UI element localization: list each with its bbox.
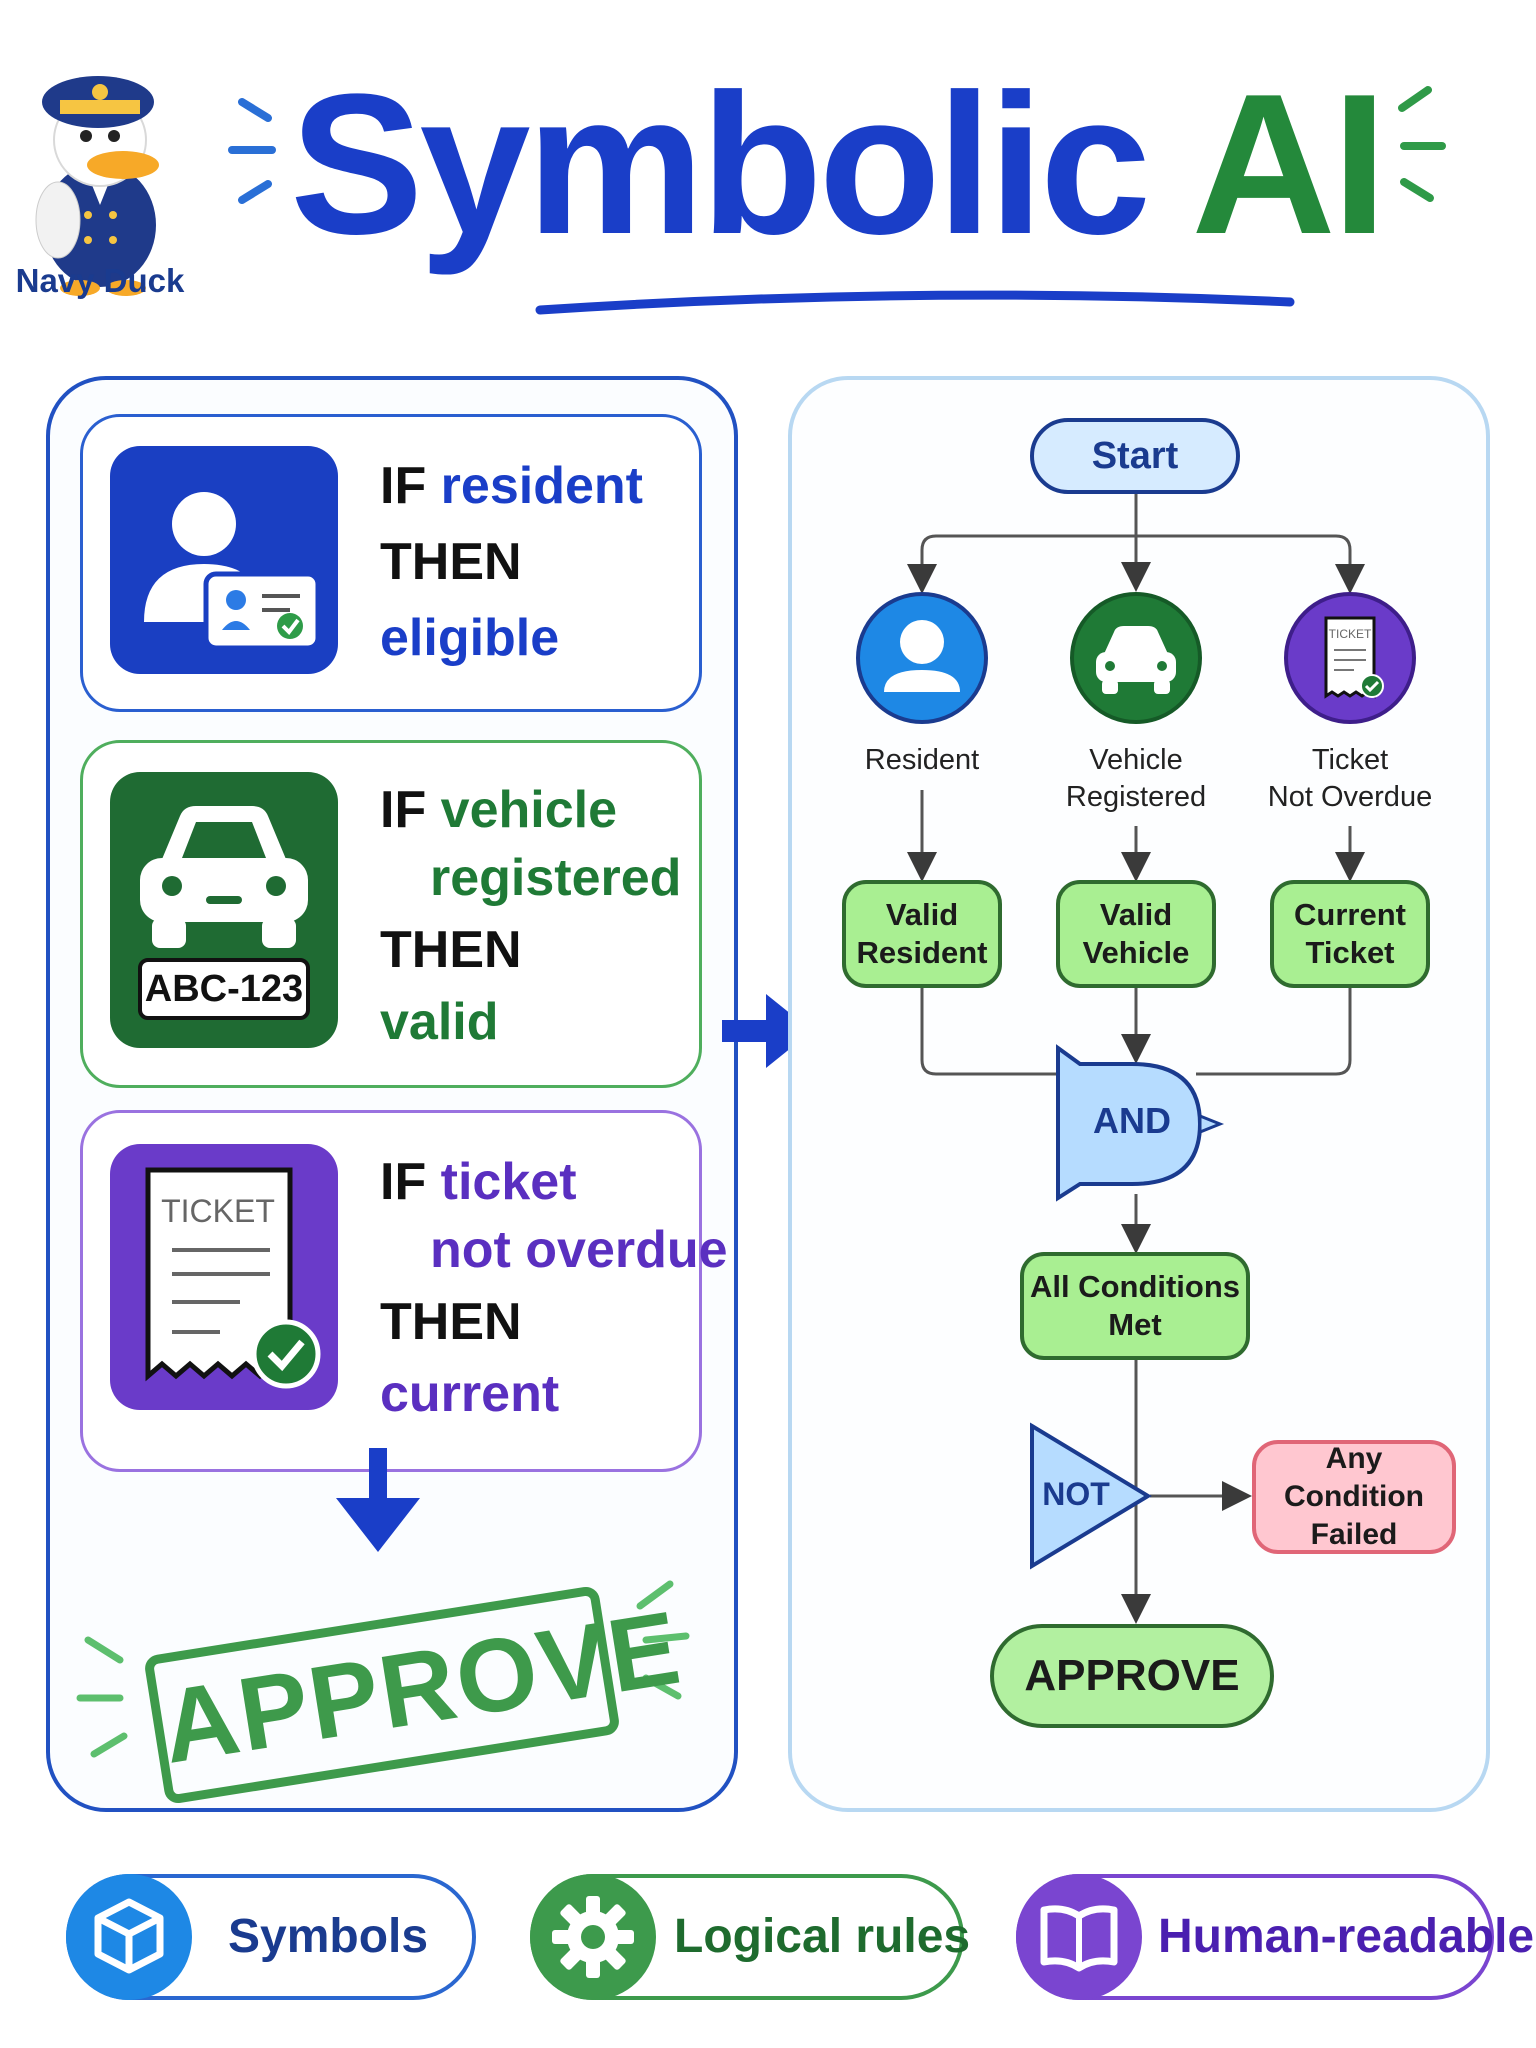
ticket-node-icon: TICKET <box>1284 592 1416 724</box>
resident-label-line: Resident <box>864 744 980 776</box>
if-keyword: IF <box>380 781 427 839</box>
pill-label: Human-readable <box>1158 1910 1535 1963</box>
vehicle-label: Vehicle Registered <box>1036 742 1236 816</box>
condition: resident <box>440 457 643 515</box>
logo-label: Navy Duck <box>15 262 185 299</box>
vehicle-label-line-1: Vehicle <box>1089 744 1183 776</box>
result: current <box>380 1365 560 1423</box>
vehicle-label-line-2: Registered <box>1065 781 1207 813</box>
check-line-2: Ticket <box>1305 935 1395 970</box>
title-symbolic: Symbolic <box>290 53 1151 276</box>
pill-label: Logical rules <box>674 1910 971 1963</box>
condition: vehicle <box>440 781 618 839</box>
vehicle-node-icon <box>1070 592 1202 724</box>
resident-label: Resident <box>822 742 1022 779</box>
pill-symbols: Symbols <box>66 1874 476 2000</box>
and-gate-label: AND <box>1093 1100 1171 1141</box>
then-keyword: THEN <box>380 921 522 979</box>
ticket-tile: TICKET <box>110 1144 338 1410</box>
all-met-line-1: All Conditions <box>1029 1269 1241 1304</box>
ticket-node-label: TICKET <box>1329 627 1372 641</box>
check-line-2: Resident <box>856 935 988 970</box>
failed-line-2: Failed <box>1310 1518 1398 1551</box>
ticket-label: Ticket Not Overdue <box>1240 742 1460 816</box>
pill-logical-rules: Logical rules <box>530 1874 970 2000</box>
rule-text-ticket: IF ticket not overdue THEN current <box>380 1148 728 1428</box>
start-node: Start <box>1030 418 1240 494</box>
check-line-1: Valid <box>885 897 959 932</box>
pill-label: Symbols <box>228 1910 429 1963</box>
not-gate-label: NOT <box>1042 1476 1110 1512</box>
all-conditions-met-node: All Conditions Met <box>1020 1252 1250 1360</box>
down-arrow <box>336 1448 420 1552</box>
vehicle-tile: ABC-123 <box>110 772 338 1048</box>
if-keyword: IF <box>380 1153 427 1211</box>
if-keyword: IF <box>380 457 427 515</box>
license-plate: ABC-123 <box>138 958 310 1020</box>
resident-tile <box>110 446 338 674</box>
page-title: Symbolic AI <box>290 40 1387 290</box>
approve-stamp-rays <box>76 1580 690 1758</box>
navy-duck-logo <box>35 76 159 296</box>
car-icon <box>1096 626 1176 694</box>
failed-line-1: Any Condition <box>1284 1442 1424 1513</box>
title-decoration <box>228 86 1446 315</box>
ticket-icon: TICKET <box>145 1167 321 1389</box>
ticket-label-line-1: Ticket <box>1311 744 1389 776</box>
resident-node-icon <box>856 592 988 724</box>
ticket-label-line-2: Not Overdue <box>1267 781 1433 813</box>
rule-text-resident: IF resident THEN eligible <box>380 452 643 672</box>
id-card-icon <box>144 492 321 651</box>
rule-text-vehicle: IF vehicle registered THEN valid <box>380 776 681 1056</box>
condition-line-2: not overdue <box>430 1221 728 1279</box>
result: eligible <box>380 609 560 667</box>
ticket-icon: TICKET <box>1324 616 1384 699</box>
title-ai: AI <box>1191 53 1387 276</box>
result: valid <box>380 993 499 1051</box>
check-line-1: Valid <box>1099 897 1173 932</box>
condition-failed-node: Any Condition Failed <box>1252 1440 1456 1554</box>
ticket-label: TICKET <box>161 1193 275 1229</box>
book-icon <box>1016 1874 1142 2000</box>
all-met-line-2: Met <box>1108 1307 1162 1342</box>
then-keyword: THEN <box>380 1293 522 1351</box>
cube-icon <box>66 1874 192 2000</box>
check-current-ticket: Current Ticket <box>1270 880 1430 988</box>
car-icon <box>140 806 308 948</box>
check-valid-resident: Valid Resident <box>842 880 1002 988</box>
person-icon <box>884 620 960 692</box>
condition-line-2: registered <box>430 849 682 907</box>
gear-icon <box>530 1874 656 2000</box>
check-line-1: Current <box>1294 897 1406 932</box>
check-valid-vehicle: Valid Vehicle <box>1056 880 1216 988</box>
then-keyword: THEN <box>380 533 522 591</box>
approve-node: APPROVE <box>990 1624 1274 1728</box>
pill-human-readable: Human-readable <box>1016 1874 1534 2000</box>
condition: ticket <box>440 1153 577 1211</box>
check-line-2: Vehicle <box>1082 935 1190 970</box>
